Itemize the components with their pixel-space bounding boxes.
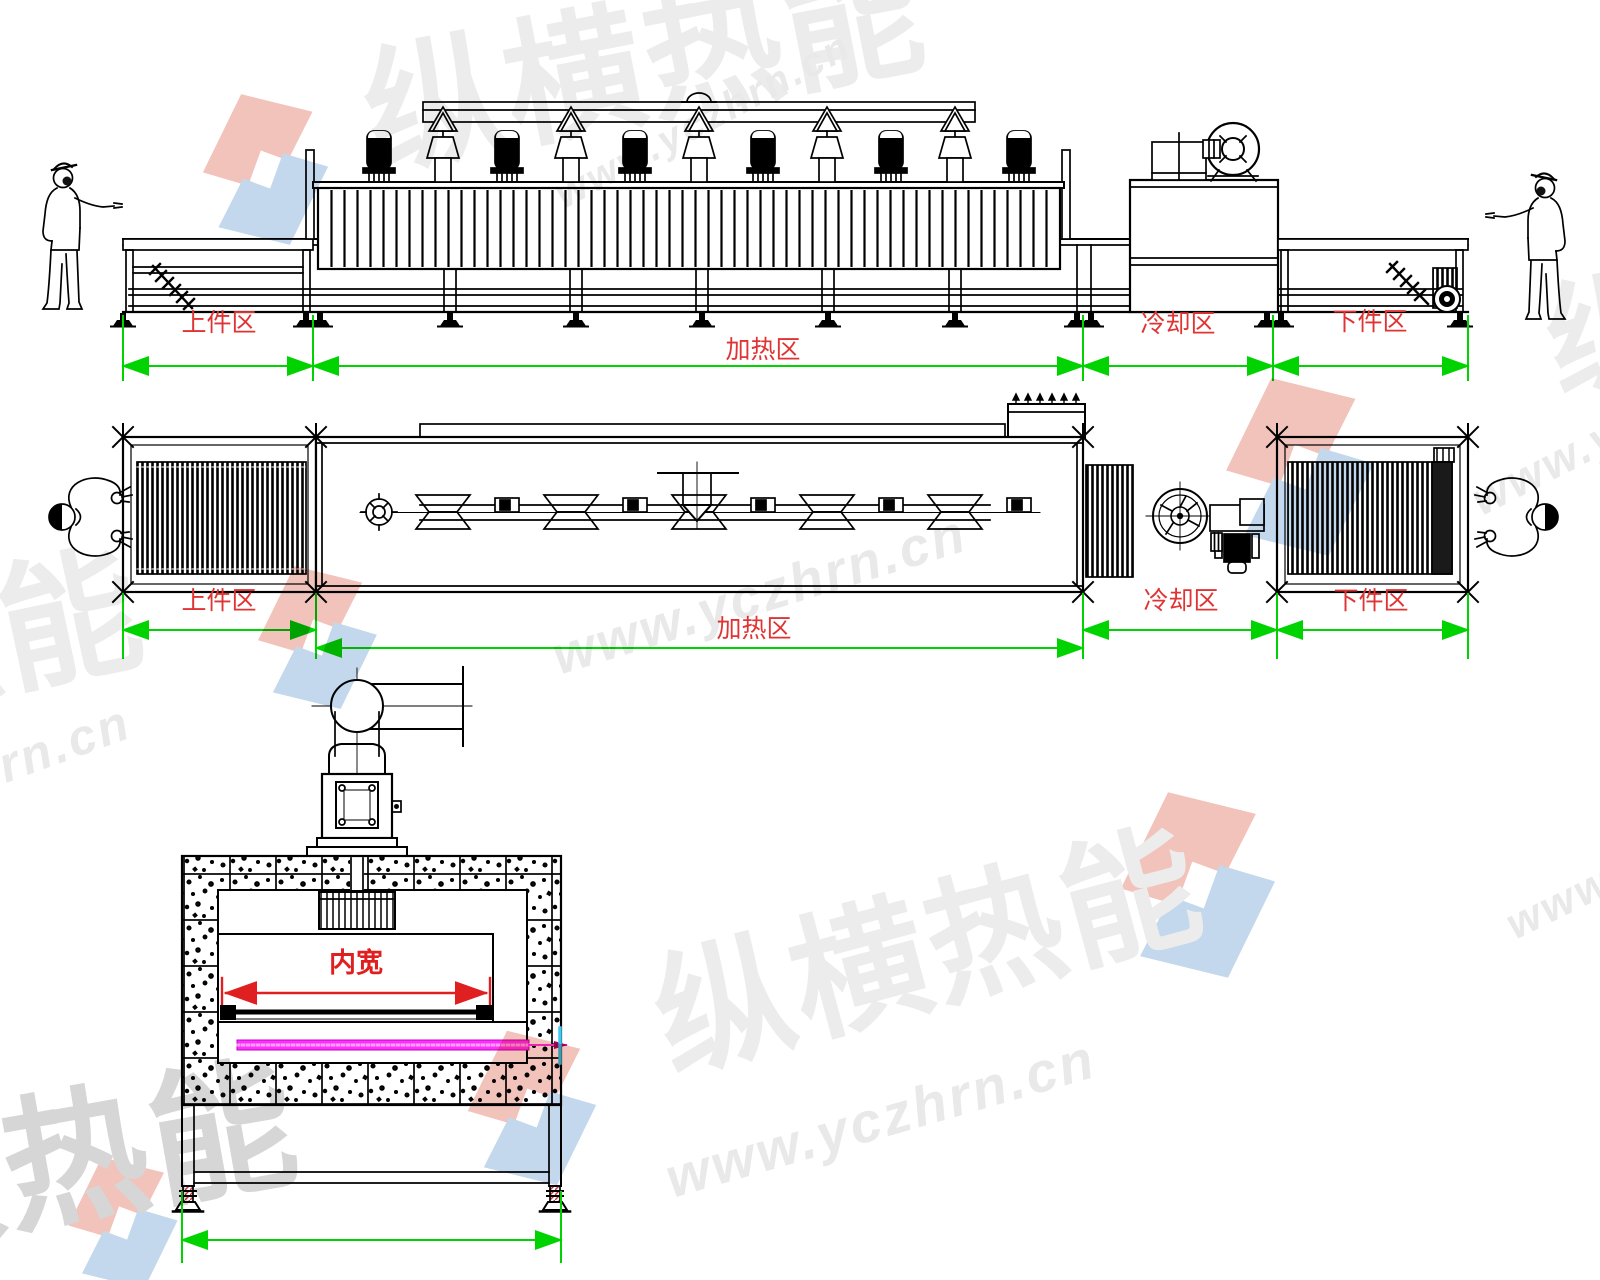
loading-table-side — [122, 238, 314, 313]
zone-label-loading: 上件区 — [181, 309, 256, 337]
worker-left-icon — [41, 162, 124, 311]
stand-frame-section — [181, 1104, 562, 1187]
support-posts — [443, 244, 1092, 313]
zone-label-heating-plan: 加热区 — [716, 615, 791, 643]
furnace-body-side — [305, 149, 1071, 271]
zone-label-heating: 加热区 — [725, 336, 800, 364]
zone-label-unloading: 下件区 — [1332, 308, 1407, 336]
motor-top-icon — [750, 497, 776, 513]
zone-label-unloading-plan: 下件区 — [1333, 587, 1408, 615]
mesh-belt — [136, 461, 307, 575]
fan-motor-top-icon — [1209, 498, 1265, 574]
motor-icon — [490, 130, 524, 183]
motor-icon — [746, 130, 780, 183]
unloading-table-side — [1277, 238, 1469, 313]
duct-elbow-icon — [330, 679, 384, 733]
cooling-unit-side — [1128, 121, 1280, 314]
drive-drum-icon — [1433, 285, 1461, 313]
worker-plan-right-icon — [1474, 477, 1559, 557]
motor-icon — [362, 130, 396, 183]
motor-icon — [1002, 130, 1036, 183]
worker-right-icon — [1484, 172, 1567, 321]
drive-drum-top — [1431, 461, 1453, 575]
cooling-section-plan — [1085, 464, 1265, 578]
worker-plan-left-icon — [48, 477, 133, 557]
circulation-fan-assembly — [306, 666, 473, 857]
zone-label-cooling-plan: 冷却区 — [1143, 587, 1218, 615]
cross-section-view: 内宽 — [171, 666, 572, 1263]
leveling-feet-section — [171, 1185, 572, 1213]
plan-view: 上件区 加热区 冷却区 下件区 — [48, 392, 1559, 659]
section-dimension — [180, 1191, 563, 1263]
unloading-table-plan — [1275, 435, 1470, 594]
loading-table-plan — [121, 435, 318, 594]
belt-tensioner-icon — [148, 262, 196, 311]
zone-label-loading-plan: 上件区 — [181, 587, 256, 615]
inner-width-label: 内宽 — [329, 947, 383, 978]
motor-top-icon — [1006, 497, 1032, 513]
duct-top-view — [419, 423, 1006, 439]
motor-top-icon — [878, 497, 904, 513]
mesh-belt — [1085, 464, 1134, 578]
center-exhaust-pipe — [657, 461, 739, 529]
cooling-fan-top-icon — [1145, 481, 1215, 551]
belt-tensioner-icon — [1385, 260, 1430, 306]
fan-wheel-icon — [318, 891, 396, 930]
motor-icon — [874, 130, 908, 183]
mesh-belt — [1287, 461, 1453, 575]
inner-width-dimension — [220, 976, 492, 1010]
motor-top-icon — [494, 497, 520, 513]
motor-icon — [618, 130, 652, 183]
zone-label-cooling: 冷却区 — [1140, 310, 1215, 338]
side-elevation-view: 上件区 加热区 冷却区 下件区 — [41, 92, 1567, 381]
motor-top-icon — [622, 497, 648, 513]
belt-section — [220, 1005, 493, 1020]
furnace-tunnel-plan — [314, 435, 1085, 594]
electrical-box-top — [1007, 392, 1086, 439]
leveling-feet-side — [110, 312, 1473, 328]
duct-vent-cap-icon — [686, 92, 712, 103]
blower-fan-icon — [1202, 121, 1261, 183]
plan-dimensions — [121, 593, 1470, 659]
furnace-shell-section — [180, 854, 563, 1107]
